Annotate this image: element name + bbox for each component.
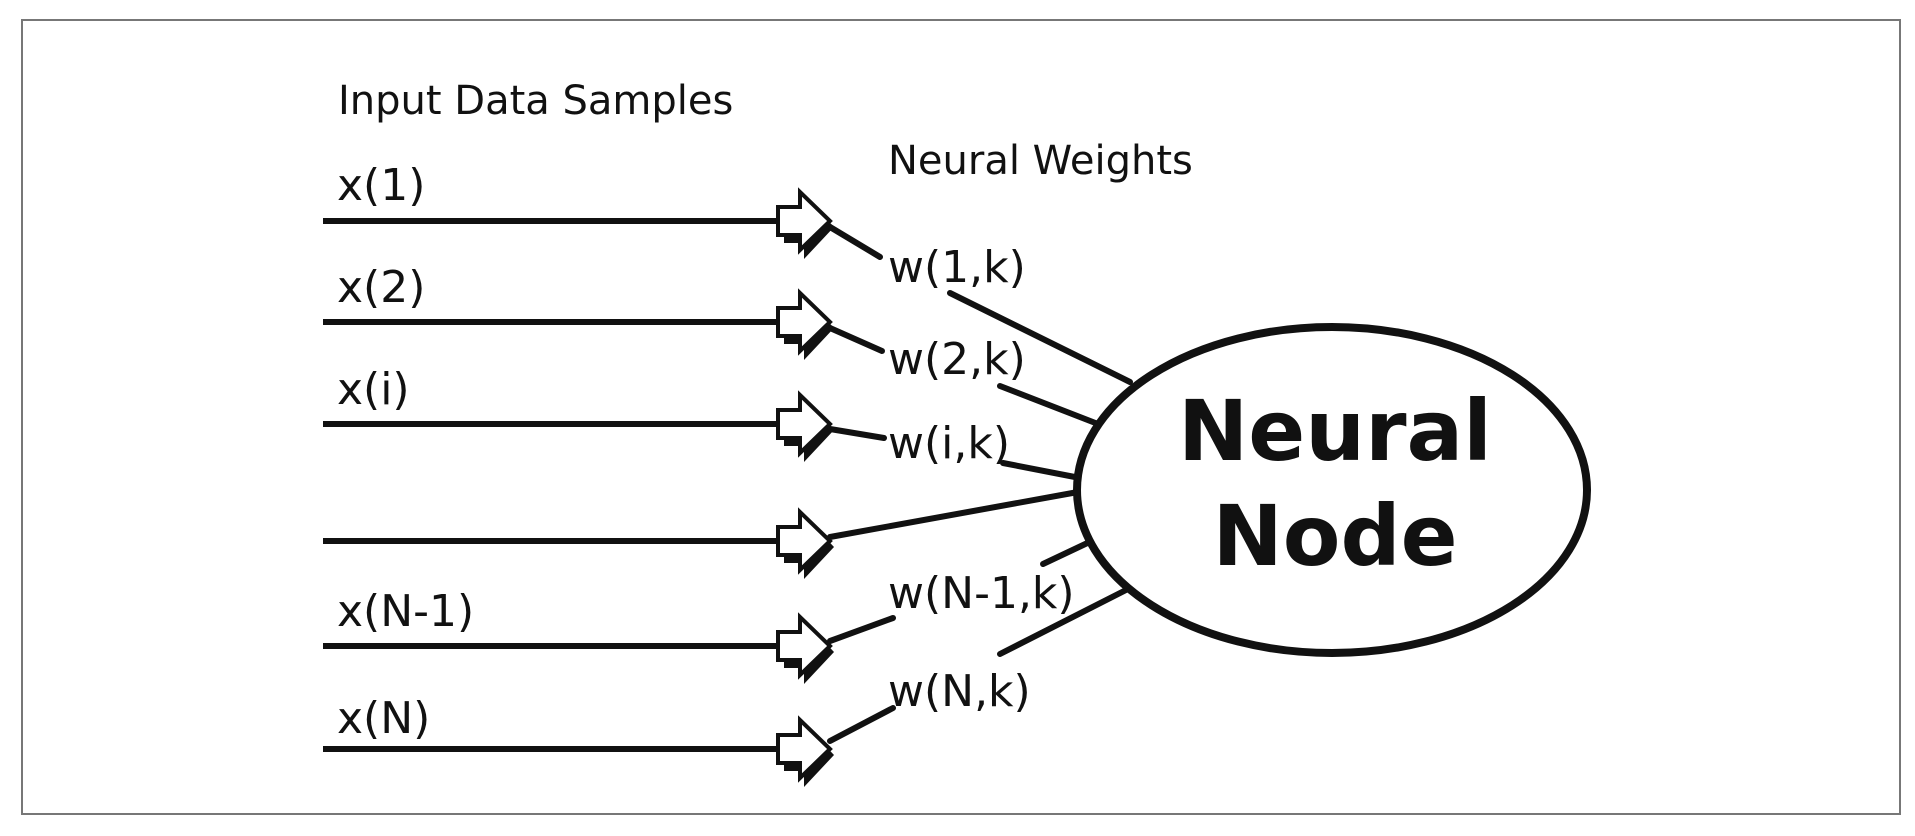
arrow-icon [776,288,834,360]
weight-label: w(1,k) [888,242,1026,293]
inputs-heading: Input Data Samples [338,78,733,124]
weight-label: w(i,k) [888,418,1010,469]
weight-connector [827,615,896,644]
input-row [323,489,1081,579]
neural-node-ellipse [1073,323,1591,657]
arrow-icon [776,507,834,579]
weight-connector [997,383,1101,427]
arrow-icon [776,390,834,462]
input-label: x(N-1) [337,586,474,637]
weight-connector [1000,460,1083,481]
weights-heading: Neural Weights [888,138,1193,184]
arrow-icon [776,612,834,684]
diagram-frame [21,19,1901,815]
input-label: x(2) [337,262,425,313]
weight-connector [827,426,887,441]
neural-node-label-line2: Node [1212,487,1457,585]
input-row: x(2) w(2,k) [323,262,1101,427]
weight-label: w(2,k) [888,334,1026,385]
input-row: x(N) w(N,k) [323,587,1129,787]
weight-connector [827,489,1081,540]
weight-connector [827,325,885,354]
neural-node-label-line1: Neural [1178,382,1492,480]
weight-connector [827,705,896,744]
input-label: x(N) [337,693,430,744]
input-row: x(i) w(i,k) [323,364,1083,481]
input-row: x(N-1) w(N-1,k) [323,535,1101,684]
neural-node: Neural Node [1073,323,1591,657]
arrow-icon [776,715,834,787]
weight-connector [947,290,1133,385]
weight-label: w(N-1,k) [888,568,1075,619]
weight-connector [997,587,1129,657]
input-label: x(i) [337,364,410,415]
arrow-icon [776,187,834,259]
weight-label: w(N,k) [888,666,1031,717]
input-row: x(1) w(1,k) [323,160,1133,385]
input-label: x(1) [337,160,425,211]
weight-connector [827,224,883,260]
